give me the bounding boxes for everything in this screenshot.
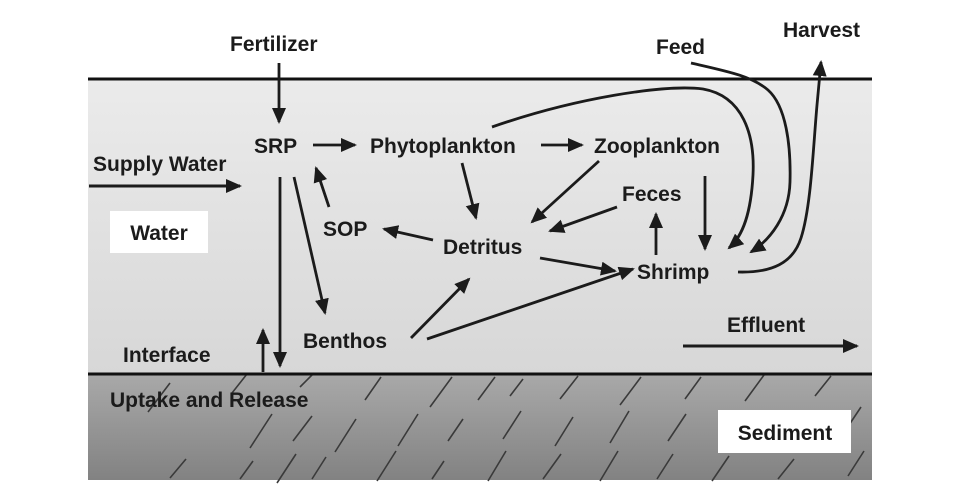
benthos-node: Benthos [303, 330, 387, 353]
fertilizer-label: Fertilizer [230, 33, 318, 56]
arrow-benthos-to-shrimp [426, 266, 635, 341]
sediment-hatch-pattern [147, 372, 865, 484]
arrow-zooplankton-to-detritus [530, 159, 600, 224]
interface-label: Interface [123, 344, 211, 367]
arrow-shrimp-to-harvest-curve [737, 60, 827, 274]
feces-node: Feces [622, 183, 682, 206]
arrow-phytoplankton-to-detritus [460, 162, 480, 220]
uptake-release-label: Uptake and Release [110, 389, 308, 412]
shrimp-node: Shrimp [637, 261, 709, 284]
arrow-detritus-to-sop [382, 225, 434, 242]
supply-water-label: Supply Water [93, 153, 226, 176]
arrow-feed-to-shrimp-curve [690, 61, 792, 254]
water-label: Water [130, 222, 188, 245]
arrow-benthos-to-detritus [410, 277, 471, 339]
arrow-phytoplankton-to-shrimp-curve [491, 86, 755, 250]
sediment-label: Sediment [738, 422, 833, 445]
detritus-node: Detritus [443, 236, 522, 259]
zooplankton-node: Zooplankton [594, 135, 720, 158]
feed-label: Feed [656, 36, 705, 59]
arrow-feces-to-detritus [548, 205, 618, 233]
sop-node: SOP [323, 218, 367, 241]
sediment-label-box [718, 410, 851, 453]
phytoplankton-node: Phytoplankton [370, 135, 516, 158]
effluent-label: Effluent [727, 314, 805, 337]
water-label-box [110, 211, 208, 253]
srp-node: SRP [254, 135, 297, 158]
arrow-sop-to-srp [313, 166, 331, 208]
arrow-srp-to-benthos [292, 176, 329, 315]
harvest-label: Harvest [783, 19, 860, 42]
arrow-detritus-to-shrimp [539, 256, 617, 276]
water-region [88, 79, 872, 374]
